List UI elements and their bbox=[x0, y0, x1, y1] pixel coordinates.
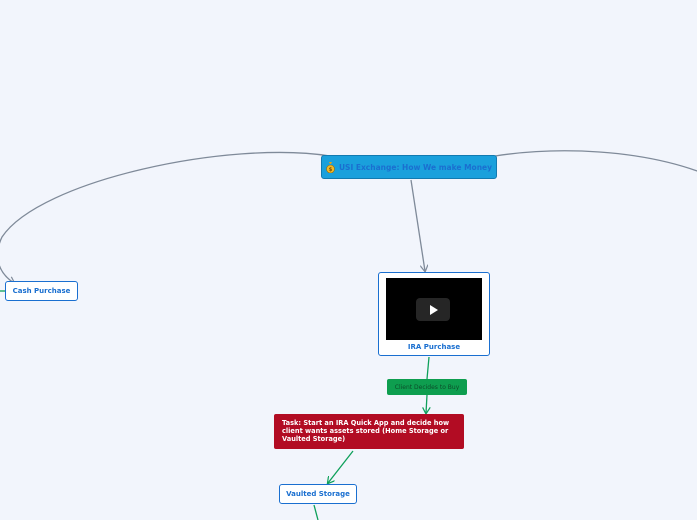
connector-root-to-ira bbox=[410, 179, 425, 271]
root-topic-label: USI Exchange: How We make Money bbox=[338, 162, 493, 172]
connector-vault-to-below bbox=[313, 504, 319, 520]
ira-purchase-node[interactable]: IRA Purchase bbox=[378, 272, 490, 356]
relation-label-node[interactable]: Client Decides to Buy bbox=[387, 379, 467, 395]
money-bag-icon: $ bbox=[326, 161, 335, 173]
connector-task-to-vault bbox=[328, 450, 354, 483]
connector-relation-to-task bbox=[426, 394, 427, 413]
cash-purchase-node[interactable]: Cash Purchase bbox=[5, 281, 78, 301]
cash-purchase-label: Cash Purchase bbox=[12, 287, 71, 295]
vaulted-storage-label: Vaulted Storage bbox=[286, 490, 350, 498]
relation-label: Client Decides to Buy bbox=[394, 383, 460, 391]
video-play-icon[interactable] bbox=[416, 298, 450, 321]
task-node[interactable]: Task: Start an IRA Quick App and decide … bbox=[274, 414, 464, 449]
task-label: Task: Start an IRA Quick App and decide … bbox=[282, 419, 450, 444]
vaulted-storage-node[interactable]: Vaulted Storage bbox=[279, 484, 357, 504]
root-topic-node[interactable]: $ USI Exchange: How We make Money bbox=[321, 155, 497, 179]
svg-text:$: $ bbox=[329, 167, 333, 173]
connector-root-to-cash bbox=[0, 151, 331, 283]
ira-purchase-label: IRA Purchase bbox=[407, 343, 461, 351]
connector-ira-to-relation bbox=[426, 356, 430, 380]
video-thumbnail[interactable] bbox=[386, 278, 482, 340]
connector-root-to-right bbox=[494, 150, 697, 172]
